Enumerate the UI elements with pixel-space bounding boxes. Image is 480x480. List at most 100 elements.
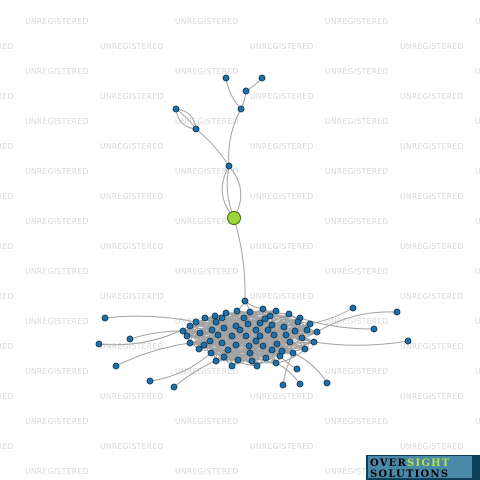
graph-node xyxy=(246,308,254,316)
graph-node xyxy=(218,339,226,347)
watermark-text: UNREGISTERED xyxy=(250,142,314,151)
graph-node xyxy=(196,329,204,337)
watermark-text: UNREGISTERED xyxy=(475,317,480,326)
graph-node xyxy=(252,326,260,334)
watermark-text: UNREGISTERED xyxy=(250,292,314,301)
graph-node xyxy=(195,345,203,353)
graph-node xyxy=(280,323,288,331)
graph-edge xyxy=(264,318,303,339)
graph-edge xyxy=(299,317,375,330)
graph-node xyxy=(242,332,250,340)
graph-node xyxy=(258,74,266,82)
graph-node xyxy=(306,320,314,328)
watermark-text: UNREGISTERED xyxy=(475,117,480,126)
watermark-text: UNREGISTERED xyxy=(25,167,89,176)
graph-edge xyxy=(264,318,318,333)
graph-edge xyxy=(195,128,230,167)
graph-node xyxy=(172,105,180,113)
graph-edge xyxy=(233,217,246,302)
watermark-text: UNREGISTERED xyxy=(475,17,480,26)
graph-edge xyxy=(313,340,409,346)
watermark-text: UNREGISTERED xyxy=(325,217,389,226)
graph-node xyxy=(256,319,264,327)
watermark-text: UNREGISTERED xyxy=(400,192,464,201)
graph-node xyxy=(252,337,260,345)
watermark-text: UNREGISTERED xyxy=(100,292,164,301)
graph-node xyxy=(126,335,134,343)
graph-edge xyxy=(173,356,225,388)
watermark-text: UNREGISTERED xyxy=(475,367,480,376)
watermark-text: UNREGISTERED xyxy=(100,442,164,451)
watermark-text: UNREGISTERED xyxy=(475,167,480,176)
graph-edge xyxy=(210,352,277,364)
graph-node xyxy=(270,331,278,339)
graph-node xyxy=(240,314,248,322)
graph-node xyxy=(218,314,226,322)
watermark-text: UNREGISTERED xyxy=(400,42,464,51)
graph-node xyxy=(236,326,244,334)
graph-node xyxy=(192,125,200,133)
watermark-text: UNREGISTERED xyxy=(400,342,464,351)
graph-node xyxy=(234,356,242,364)
logo-over: OVER xyxy=(370,458,407,469)
graph-node xyxy=(242,87,250,95)
watermark-text: UNREGISTERED xyxy=(25,17,89,26)
graph-node xyxy=(262,354,270,362)
graph-node xyxy=(253,362,261,370)
watermark-text: UNREGISTERED xyxy=(475,267,480,276)
graph-edge xyxy=(129,330,184,340)
graph-node xyxy=(183,332,191,340)
watermark-text: UNREGISTERED xyxy=(475,67,480,76)
graph-node xyxy=(310,338,318,346)
logo-line2: SOLUTIONS xyxy=(370,469,449,480)
graph-edge xyxy=(292,352,328,384)
graph-node xyxy=(286,338,294,346)
watermark-text: UNREGISTERED xyxy=(175,417,239,426)
graph-node xyxy=(244,320,252,328)
watermark-text: UNREGISTERED xyxy=(0,92,14,101)
graph-node xyxy=(404,337,412,345)
graph-node xyxy=(237,105,245,113)
graph-edge xyxy=(221,317,267,359)
graph-node xyxy=(285,310,293,318)
graph-node xyxy=(232,341,240,349)
graph-node xyxy=(212,357,220,365)
graph-node xyxy=(289,349,297,357)
graph-node xyxy=(212,318,220,326)
graph-node xyxy=(225,162,233,170)
watermark-text: UNREGISTERED xyxy=(250,442,314,451)
graph-node xyxy=(228,332,236,340)
graph-node xyxy=(301,345,309,353)
watermark-text: UNREGISTERED xyxy=(25,67,89,76)
watermark-text: UNREGISTERED xyxy=(325,167,389,176)
graph-node xyxy=(313,328,321,336)
watermark-text: UNREGISTERED xyxy=(0,192,14,201)
watermark-text: UNREGISTERED xyxy=(175,117,239,126)
watermark-text: UNREGISTERED xyxy=(175,467,239,476)
graph-node xyxy=(246,349,254,357)
graph-edge xyxy=(316,311,398,333)
graph-node xyxy=(268,346,276,354)
focus-node xyxy=(227,211,241,225)
watermark-text: UNREGISTERED xyxy=(175,317,239,326)
graph-node xyxy=(186,339,194,347)
graph-node xyxy=(224,346,232,354)
watermark-text: UNREGISTERED xyxy=(100,42,164,51)
watermark-text: UNREGISTERED xyxy=(250,42,314,51)
graph-node xyxy=(207,349,215,357)
graph-node xyxy=(112,362,120,370)
watermark-text: UNREGISTERED xyxy=(250,392,314,401)
watermark-text: UNREGISTERED xyxy=(325,17,389,26)
watermark-text: UNREGISTERED xyxy=(100,92,164,101)
watermark-text: UNREGISTERED xyxy=(100,342,164,351)
graph-edge xyxy=(104,315,197,323)
watermark-text: UNREGISTERED xyxy=(25,417,89,426)
graph-node xyxy=(279,381,287,389)
watermark-text: UNREGISTERED xyxy=(400,242,464,251)
graph-node xyxy=(214,331,222,339)
graph-node xyxy=(293,365,301,373)
watermark-text: UNREGISTERED xyxy=(25,367,89,376)
graph-node xyxy=(298,334,306,342)
logo-text-plate xyxy=(368,456,472,478)
